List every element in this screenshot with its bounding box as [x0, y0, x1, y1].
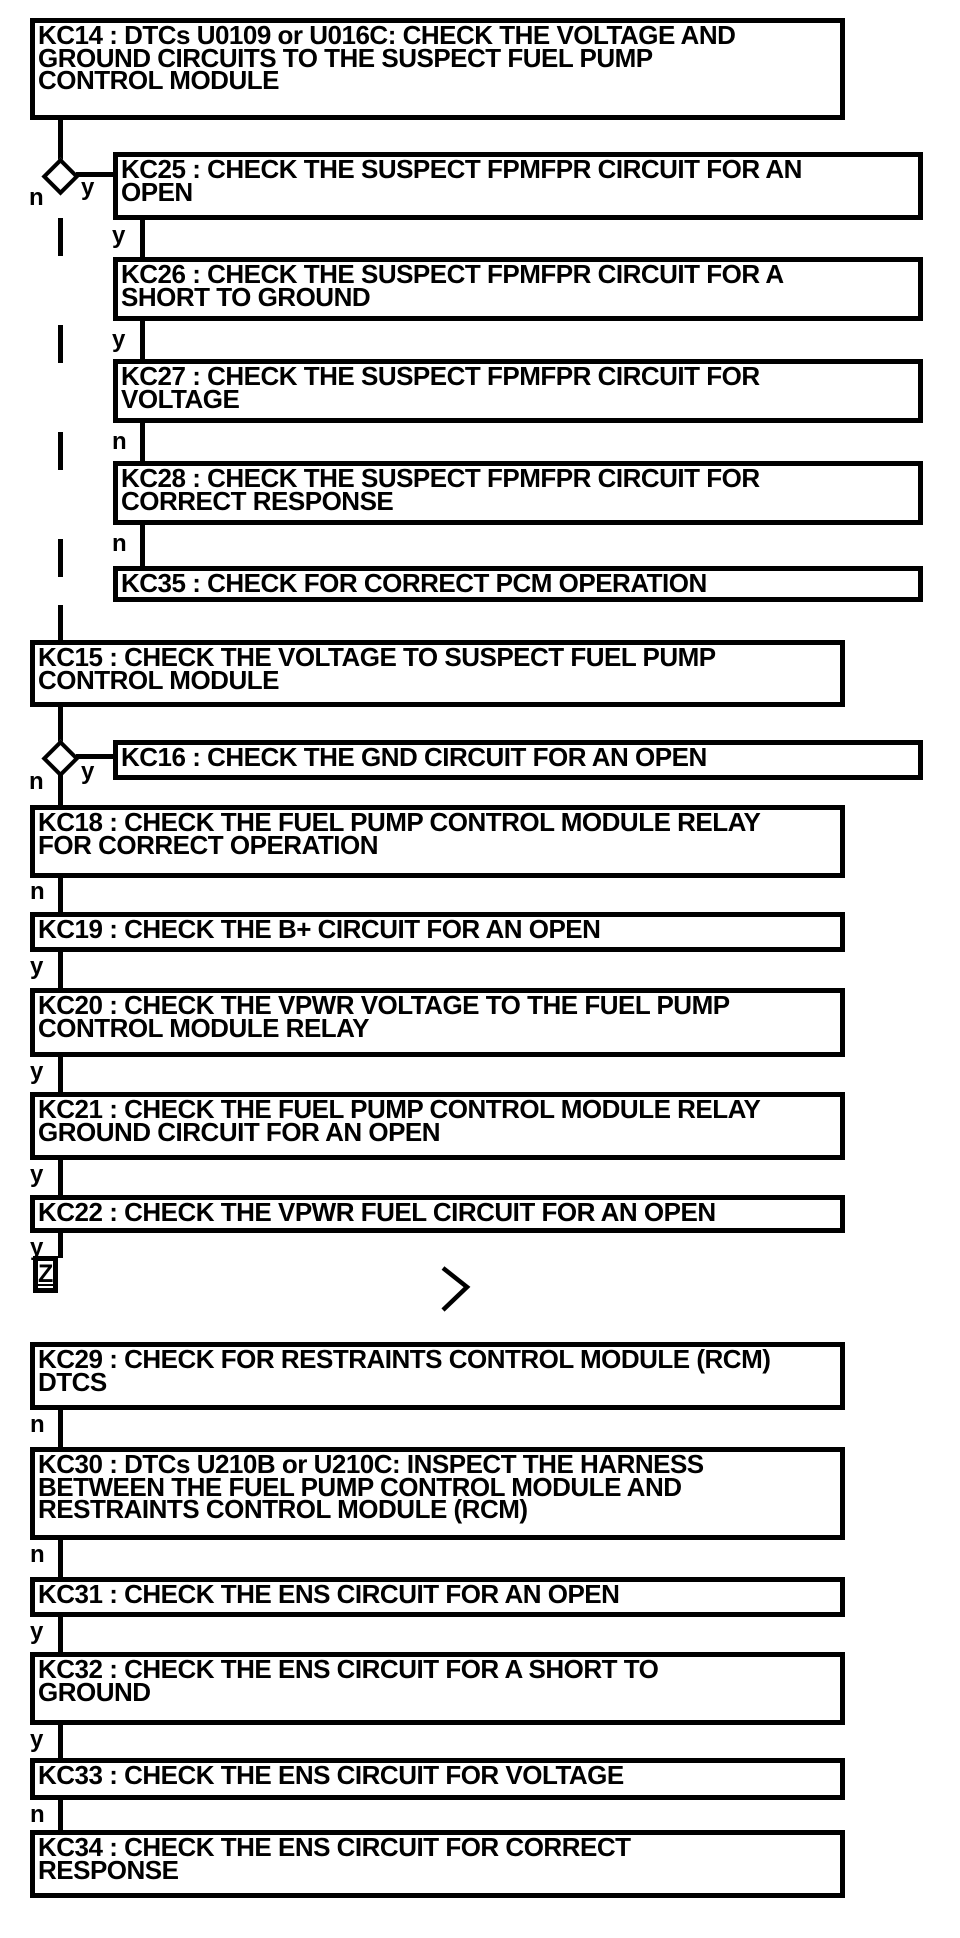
node-kc35: KC35 : CHECK FOR CORRECT PCM OPERATION — [113, 566, 923, 602]
node-kc21: KC21 : CHECK THE FUEL PUMP CONTROL MODUL… — [30, 1092, 845, 1160]
node-kc27: KC27 : CHECK THE SUSPECT FPMFPR CIRCUIT … — [113, 359, 923, 423]
connector-kc31-to-kc32 — [58, 1617, 63, 1652]
node-kc26: KC26 : CHECK THE SUSPECT FPMFPR CIRCUIT … — [113, 257, 923, 321]
connector-kc19-to-kc20 — [58, 952, 63, 988]
branch-label-kc18-no: n — [30, 878, 45, 905]
connector-kc14-to-diamond1 — [58, 118, 63, 160]
connector-kc29-to-kc30 — [58, 1410, 63, 1447]
node-kc34: KC34 : CHECK THE ENS CIRCUIT FOR CORRECT… — [30, 1830, 845, 1898]
connector-kc18-to-kc19 — [58, 878, 63, 912]
connector-kc21-to-kc22 — [58, 1160, 63, 1195]
branch-label-kc19-yes: y — [30, 953, 44, 980]
node-kc29: KC29 : CHECK FOR RESTRAINTS CONTROL MODU… — [30, 1342, 845, 1410]
connector-kc27-to-kc28 — [140, 423, 145, 461]
connector-diamond1-to-kc25 — [76, 172, 115, 177]
connector-kc33-to-kc34 — [58, 1800, 63, 1830]
branch-label-kc27-no: n — [112, 428, 127, 455]
node-kc32: KC32 : CHECK THE ENS CIRCUIT FOR A SHORT… — [30, 1652, 845, 1725]
connector-kc22-to-z — [58, 1233, 63, 1258]
branch-label-kc28-no: n — [112, 530, 127, 557]
branch-label-diamond2-yes: y — [81, 758, 95, 785]
connector-kc15-to-diamond2 — [58, 707, 63, 745]
node-kc14: KC14 : DTCs U0109 or U016C: CHECK THE VO… — [30, 18, 845, 120]
connector-diamond1-no-dashed — [58, 218, 63, 603]
branch-label-kc22-yes: y — [30, 1234, 44, 1261]
branch-label-kc29-no: n — [30, 1411, 45, 1438]
connector-kc25-to-kc26 — [140, 220, 145, 257]
decision-diamond-1 — [41, 157, 80, 196]
node-kc18: KC18 : CHECK THE FUEL PUMP CONTROL MODUL… — [30, 805, 845, 878]
connector-dashed-to-kc15 — [58, 605, 63, 640]
branch-label-kc21-yes: y — [30, 1161, 44, 1188]
branch-label-diamond2-no: n — [29, 768, 44, 795]
connector-kc32-to-kc33 — [58, 1725, 63, 1758]
branch-label-kc25-yes: y — [112, 222, 126, 249]
branch-label-diamond1-yes: y — [81, 174, 95, 201]
connector-diamond2-to-kc18 — [58, 773, 63, 805]
branch-label-kc31-yes: y — [30, 1618, 44, 1645]
connector-kc20-to-kc21 — [58, 1057, 63, 1092]
branch-label-kc20-yes: y — [30, 1058, 44, 1085]
branch-label-kc32-yes: y — [30, 1726, 44, 1753]
node-kc31: KC31 : CHECK THE ENS CIRCUIT FOR AN OPEN — [30, 1577, 845, 1617]
right-chevron-icon — [438, 1263, 474, 1315]
decision-diamond-2 — [41, 739, 80, 778]
node-kc30: KC30 : DTCs U210B or U210C: INSPECT THE … — [30, 1447, 845, 1540]
node-kc16: KC16 : CHECK THE GND CIRCUIT FOR AN OPEN — [113, 740, 923, 780]
connector-kc30-to-kc31 — [58, 1540, 63, 1577]
node-kc22: KC22 : CHECK THE VPWR FUEL CIRCUIT FOR A… — [30, 1195, 845, 1233]
connector-kc28-to-kc35 — [140, 525, 145, 566]
connector-kc26-to-kc27 — [140, 321, 145, 359]
connector-diamond2-to-kc16 — [76, 754, 115, 759]
branch-label-kc26-yes: y — [112, 326, 126, 353]
node-kc33: KC33 : CHECK THE ENS CIRCUIT FOR VOLTAGE — [30, 1758, 845, 1800]
node-kc19: KC19 : CHECK THE B+ CIRCUIT FOR AN OPEN — [30, 912, 845, 952]
node-kc28: KC28 : CHECK THE SUSPECT FPMFPR CIRCUIT … — [113, 461, 923, 525]
branch-label-kc33-no: n — [30, 1801, 45, 1828]
off-page-connector-z: Z — [33, 1256, 58, 1293]
node-kc25: KC25 : CHECK THE SUSPECT FPMFPR CIRCUIT … — [113, 152, 923, 220]
node-kc20: KC20 : CHECK THE VPWR VOLTAGE TO THE FUE… — [30, 988, 845, 1057]
node-kc15: KC15 : CHECK THE VOLTAGE TO SUSPECT FUEL… — [30, 640, 845, 707]
branch-label-diamond1-no: n — [29, 184, 44, 211]
branch-label-kc30-no: n — [30, 1541, 45, 1568]
